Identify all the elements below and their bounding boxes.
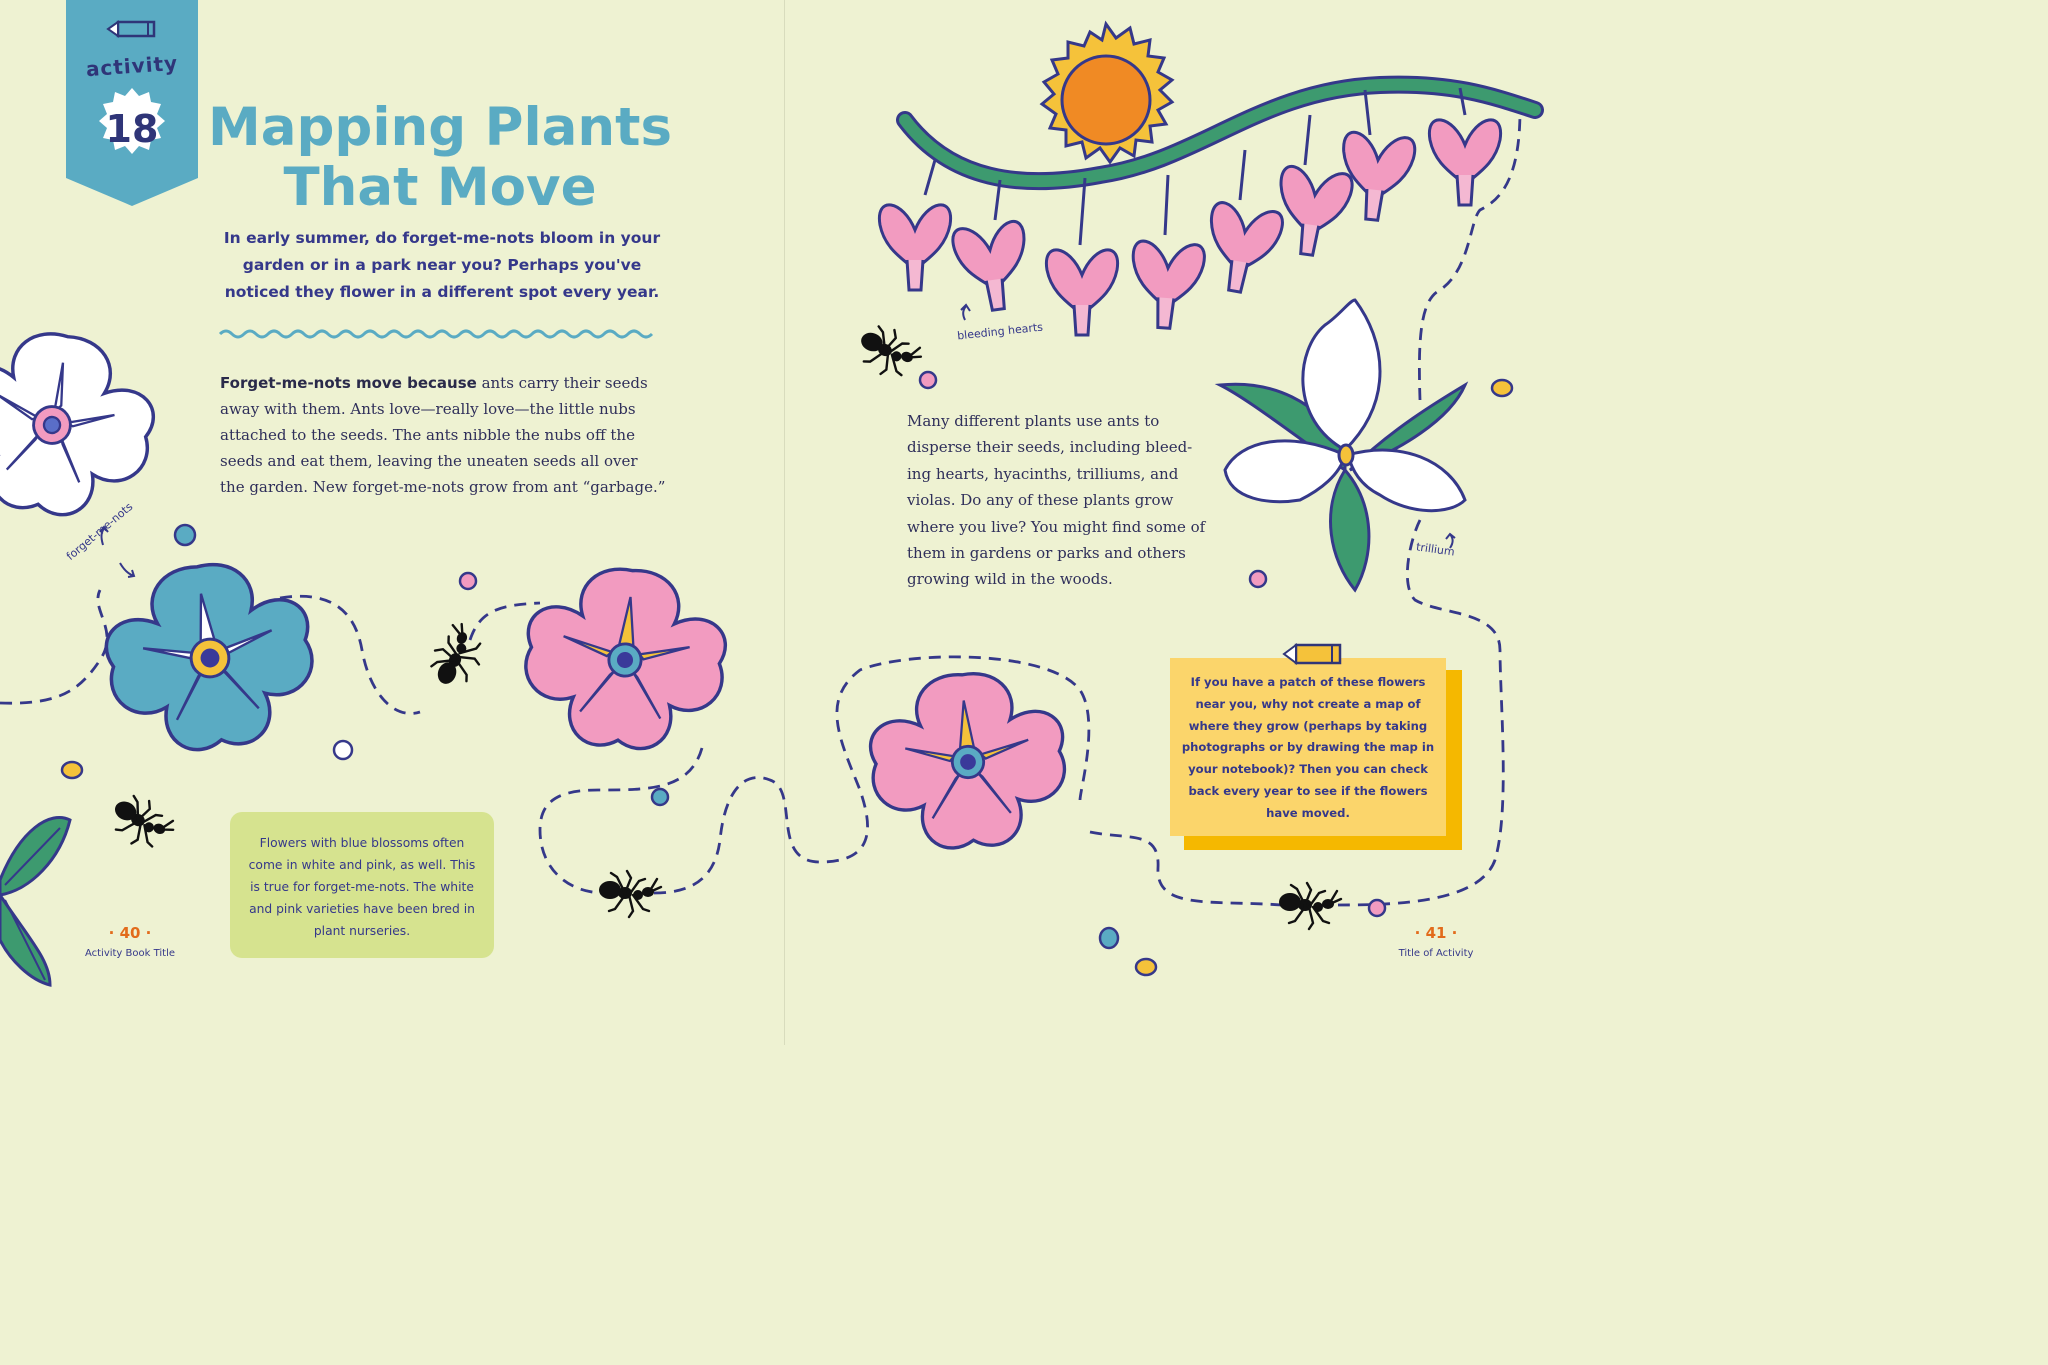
white-flower-icon: [0, 317, 167, 530]
page-title-line1: Mapping Plants: [207, 97, 673, 158]
footer-title-left: Activity Book Title: [84, 948, 176, 959]
note-text: Flowers with blue blossoms often come in…: [248, 836, 476, 938]
body-lead: Forget-me-nots move because: [220, 374, 477, 392]
bleeding-hearts-icon: [877, 75, 1544, 337]
right-page: [784, 0, 1569, 1045]
tip-box: [1170, 658, 1446, 836]
body-paragraph-left: Forget-me-nots move because ants carry t…: [220, 370, 666, 500]
page-title: Mapping Plants That Move: [200, 98, 680, 218]
ant-trail-left: [0, 109, 1522, 907]
leaf-icon: [0, 816, 72, 987]
page-number-right: · 41 ·: [1414, 924, 1458, 942]
arrow-icon: [99, 303, 1456, 578]
starburst-badge: [99, 88, 165, 154]
intro-paragraph: In early summer, do forget-me-nots bloom…: [223, 229, 661, 301]
pink-flower-icon-2: [864, 665, 1072, 855]
pink-flower-icon: [517, 559, 733, 758]
tip-text: If you have a patch of these flowers nea…: [1181, 675, 1435, 820]
body-paragraph-right: Many different plants use ants to disper…: [907, 412, 1206, 589]
page-title-line2: That Move: [283, 157, 597, 218]
footer-title-right: Title of Activity: [1398, 948, 1474, 959]
activity-number: 18: [105, 107, 159, 151]
wavy-divider: [218, 329, 654, 339]
activity-banner: [66, 0, 198, 206]
trillium-icon: [1214, 298, 1469, 593]
body-text: ants carry their seeds away with them. A…: [220, 374, 666, 496]
page-number-left: · 40 ·: [108, 924, 152, 942]
note-box: [230, 812, 494, 958]
page-number-left-value: 40: [119, 924, 141, 942]
sun-icon: [1039, 20, 1175, 165]
blue-flower-icon: [94, 550, 325, 763]
illustration-layer: [0, 20, 1544, 987]
pencil-icon: [106, 20, 156, 38]
seed-dots: [60, 370, 1514, 977]
page-number-right-value: 41: [1425, 924, 1447, 942]
pencil-icon: [1282, 643, 1342, 665]
